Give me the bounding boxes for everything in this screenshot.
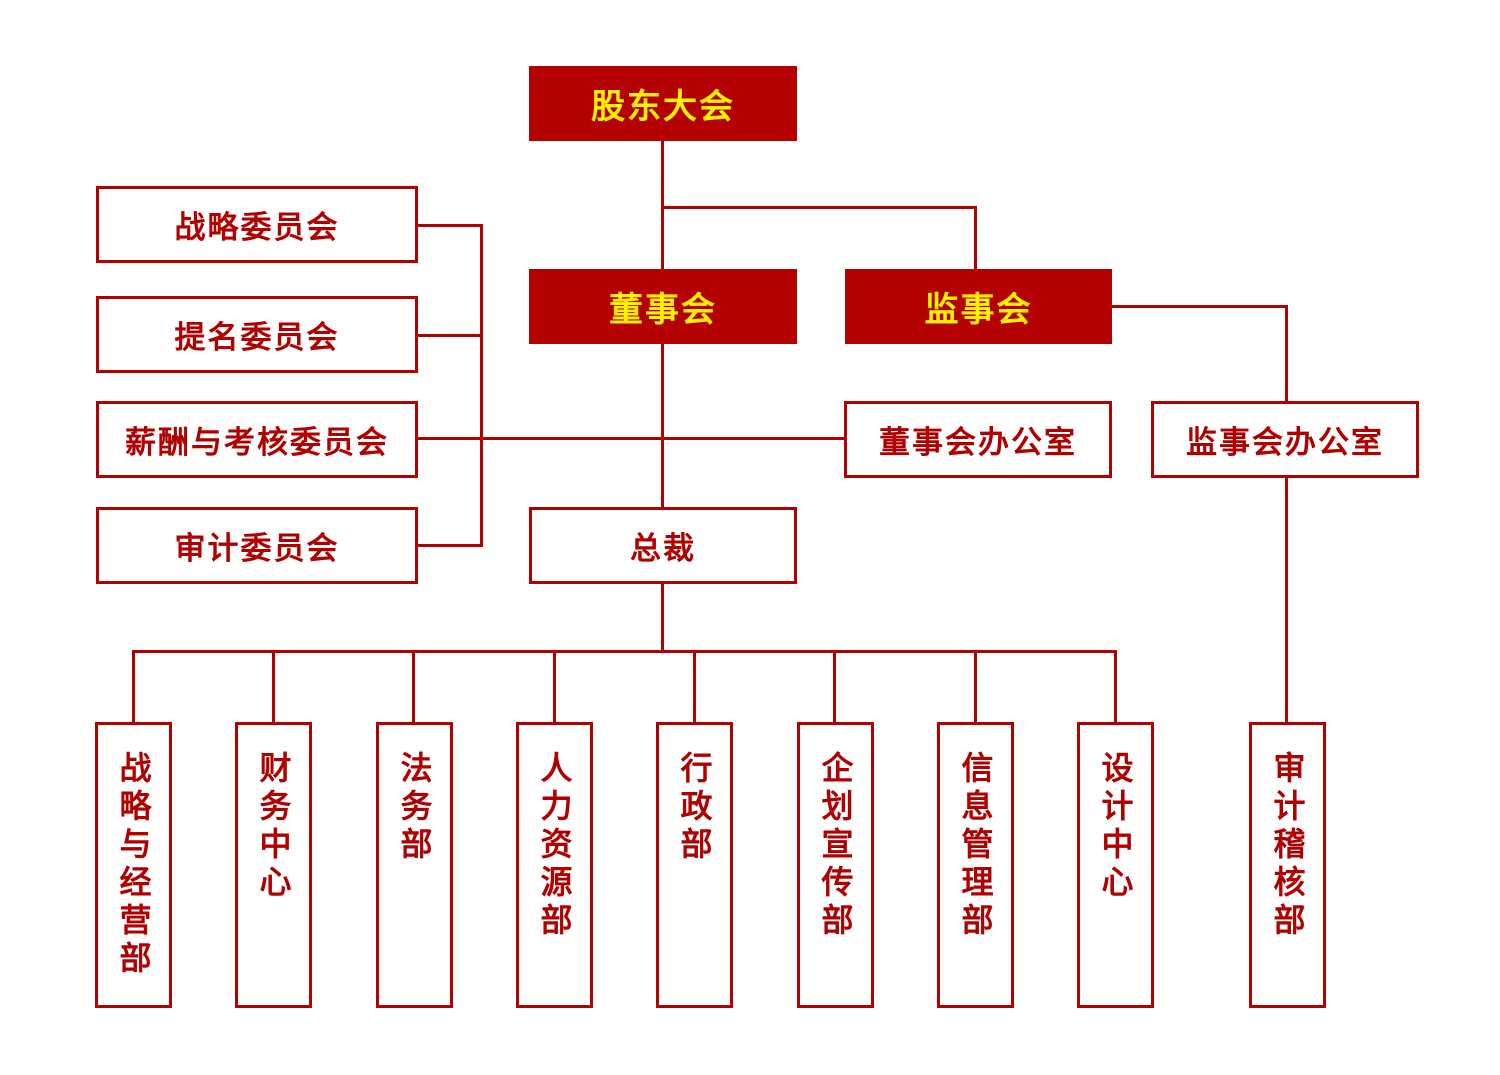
connector-line [272, 650, 275, 723]
dept-legal-label: 法务部 [395, 751, 434, 865]
dept-finance-label: 财务中心 [254, 751, 293, 903]
connector-line [974, 650, 977, 723]
audit-committee-box: 审计委员会 [96, 507, 418, 584]
dept-strategy-ops-box: 战略与经营部 [95, 722, 172, 1008]
compensation-committee-label: 薪酬与考核委员会 [125, 425, 389, 461]
board-box: 董事会 [529, 269, 797, 344]
president-label: 总裁 [630, 531, 696, 567]
dept-it-label: 信息管理部 [956, 751, 995, 941]
connector-line [132, 650, 1117, 653]
dept-planning-pr-label: 企划宣传部 [816, 751, 855, 941]
supervisory-board-box: 监事会 [845, 269, 1112, 344]
dept-it-box: 信息管理部 [937, 722, 1014, 1008]
connector-line [661, 206, 977, 209]
shareholders-meeting-box: 股东大会 [529, 66, 797, 141]
connector-line [132, 650, 135, 723]
dept-design-box: 设计中心 [1077, 722, 1154, 1008]
president-box: 总裁 [529, 507, 797, 584]
connector-line [417, 437, 845, 440]
shareholders-meeting-label: 股东大会 [591, 87, 735, 127]
connector-line [833, 650, 836, 723]
connector-line [661, 140, 664, 270]
connector-line [974, 206, 977, 270]
connector-line [412, 650, 415, 723]
connector-line [417, 224, 483, 227]
dept-audit-box: 审计稽核部 [1249, 722, 1326, 1008]
supervisory-office-label: 监事会办公室 [1186, 425, 1384, 461]
supervisory-board-label: 监事会 [924, 290, 1033, 330]
dept-strategy-ops-label: 战略与经营部 [114, 751, 153, 979]
connector-line [661, 344, 664, 507]
connector-line [1285, 305, 1288, 402]
nomination-committee-box: 提名委员会 [96, 296, 418, 373]
audit-committee-label: 审计委员会 [174, 531, 340, 567]
dept-audit-label: 审计稽核部 [1268, 751, 1307, 941]
dept-legal-box: 法务部 [376, 722, 453, 1008]
dept-hr-label: 人力资源部 [535, 751, 574, 941]
dept-admin-label: 行政部 [675, 751, 714, 865]
connector-line [1285, 476, 1288, 723]
dept-finance-box: 财务中心 [235, 722, 312, 1008]
board-office-box: 董事会办公室 [844, 401, 1112, 478]
connector-line [1114, 650, 1117, 723]
dept-planning-pr-box: 企划宣传部 [797, 722, 874, 1008]
dept-design-label: 设计中心 [1096, 751, 1135, 903]
dept-hr-box: 人力资源部 [516, 722, 593, 1008]
connector-line [417, 334, 483, 337]
supervisory-office-box: 监事会办公室 [1151, 401, 1419, 478]
compensation-committee-box: 薪酬与考核委员会 [96, 401, 418, 478]
connector-line [417, 544, 483, 547]
connector-line [480, 224, 483, 547]
connector-line [1111, 305, 1288, 308]
strategy-committee-box: 战略委员会 [96, 186, 418, 263]
connector-line [693, 650, 696, 723]
nomination-committee-label: 提名委员会 [174, 320, 340, 356]
board-label: 董事会 [609, 290, 717, 330]
connector-line [553, 650, 556, 723]
dept-admin-box: 行政部 [656, 722, 733, 1008]
connector-line [661, 582, 664, 653]
board-office-label: 董事会办公室 [879, 425, 1077, 461]
strategy-committee-label: 战略委员会 [174, 210, 340, 246]
